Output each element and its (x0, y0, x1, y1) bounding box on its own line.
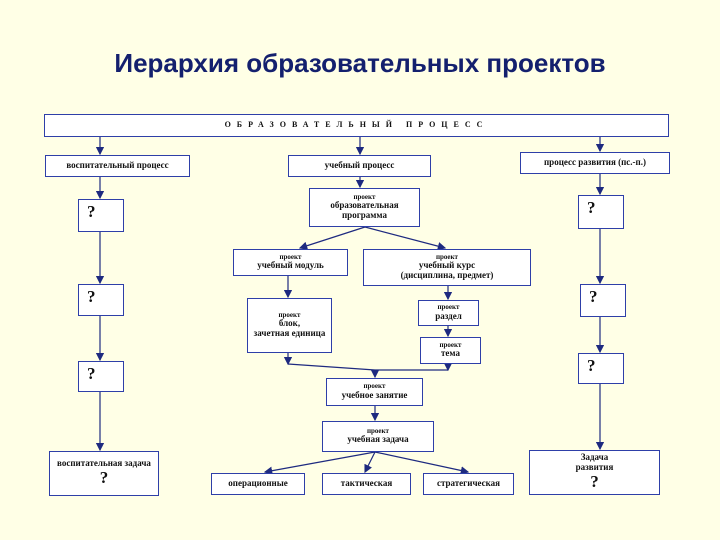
header-box: ОБРАЗОВАТЕЛЬНЫЙ ПРОЦЕСС (44, 114, 669, 137)
box-right-bottom: Задача развития ? (529, 450, 660, 495)
box-block: проект блок, зачетная единица (247, 298, 332, 353)
program-label: образовательная программа (330, 200, 399, 221)
box-strategic: стратегическая (423, 473, 514, 495)
question-mark: ? (587, 198, 596, 217)
question-mark: ? (589, 287, 598, 306)
left-bottom-label: воспитательная задача (57, 458, 151, 469)
block-label: блок, (278, 318, 301, 329)
question-mark: ? (99, 468, 109, 488)
header-label: ОБРАЗОВАТЕЛЬНЫЙ ПРОЦЕСС (224, 120, 489, 130)
join-lines (287, 363, 448, 371)
box-left-q2: ? (78, 284, 124, 316)
arrow-task-tactical (364, 451, 376, 474)
project-label: проект (437, 303, 460, 312)
box-right-q1: ? (578, 195, 624, 229)
page-title: Иерархия образовательных проектов (114, 48, 606, 78)
box-task: проект учебная задача (322, 421, 434, 452)
box-operational: операционные (211, 473, 305, 495)
arrow-program-module (298, 226, 366, 250)
box-program: проект образовательная программа (309, 188, 420, 227)
right-bottom-line1: Задача (580, 452, 609, 463)
box-module: проект учебный модуль (233, 249, 348, 276)
topic-label: тема (441, 348, 460, 359)
project-label: проект (279, 252, 302, 261)
box-section: проект раздел (418, 300, 479, 326)
credit-label: зачетная единица (253, 328, 326, 339)
course-note: (дисциплина, предмет) (400, 270, 494, 281)
box-tactical: тактическая (322, 473, 411, 495)
right-bottom-line2: развития (575, 462, 614, 473)
box-left-q3: ? (78, 361, 124, 392)
project-label: проект (439, 340, 462, 349)
task-label: учебная задача (347, 434, 409, 445)
project-label: проект (363, 382, 386, 391)
course-label: учебный курс (418, 260, 476, 271)
box-right-q2: ? (580, 284, 626, 317)
project-label: проект (353, 192, 376, 201)
project-label: проект (435, 252, 458, 261)
box-topic: проект тема (420, 337, 481, 364)
strategic-label: стратегическая (436, 478, 501, 489)
arrow-program-course (364, 226, 447, 251)
operational-label: операционные (228, 478, 288, 489)
question-mark: ? (87, 364, 96, 383)
project-label: проект (366, 426, 389, 435)
question-mark: ? (87, 202, 96, 221)
box-right-top: процесс развития (пс.-п.) (520, 152, 670, 174)
lesson-label: учебное занятие (341, 389, 408, 400)
arrow-task-operational (263, 451, 376, 475)
box-left-bottom: воспитательная задача ? (49, 451, 159, 496)
question-mark: ? (590, 472, 599, 492)
arrow-task-strategic (374, 451, 470, 475)
box-course: проект учебный курс (дисциплина, предмет… (363, 249, 531, 286)
project-label: проект (278, 310, 301, 319)
module-label: учебный модуль (257, 260, 324, 271)
box-left-top: воспитательный процесс (45, 155, 190, 177)
box-center-top: учебный процесс (288, 155, 431, 177)
question-mark: ? (587, 356, 596, 375)
right-top-label: процесс развития (пс.-п.) (544, 157, 646, 168)
box-lesson: проект учебное занятие (326, 378, 423, 406)
question-mark: ? (87, 287, 96, 306)
box-left-q1: ? (78, 199, 124, 232)
section-label: раздел (435, 310, 462, 321)
center-top-label: учебный процесс (324, 160, 395, 171)
tactical-label: тактическая (340, 478, 393, 489)
left-top-label: воспитательный процесс (66, 160, 169, 171)
box-right-q3: ? (578, 353, 624, 384)
